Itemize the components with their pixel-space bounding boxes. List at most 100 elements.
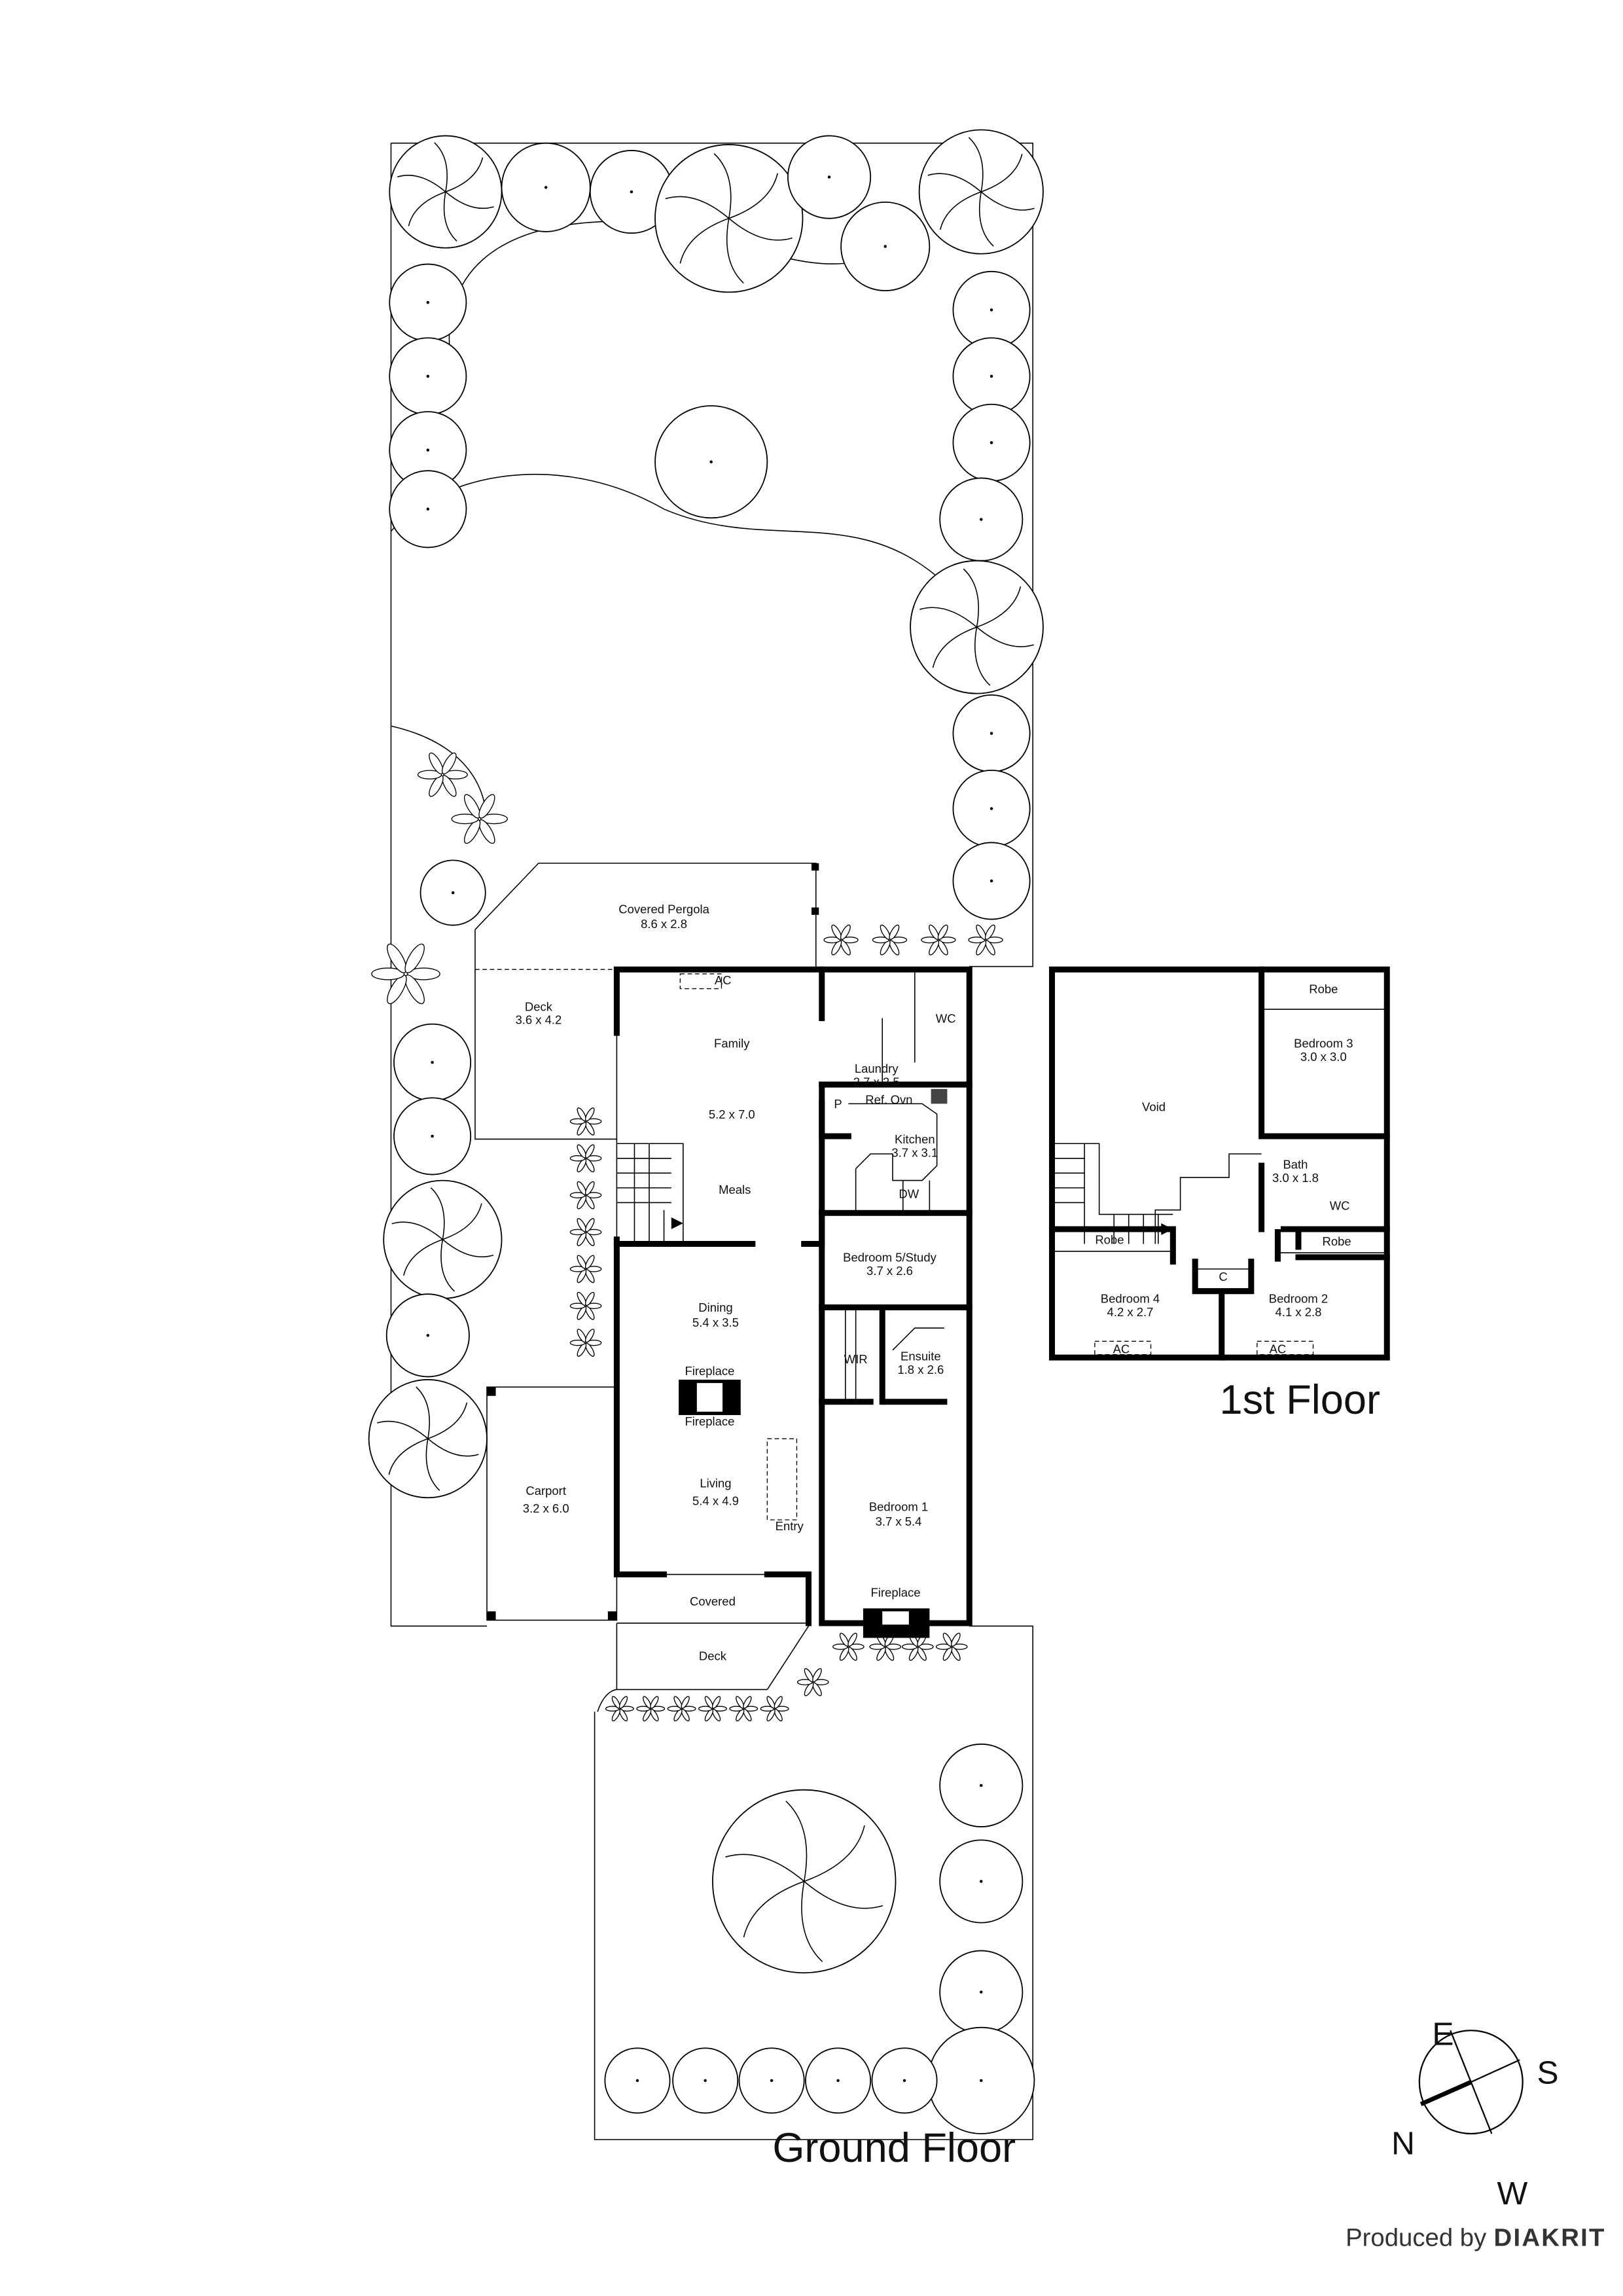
tree-icon: [654, 405, 768, 519]
tree-icon: [787, 135, 872, 219]
shrub-icon: [935, 1632, 968, 1661]
tree-icon: [654, 144, 804, 293]
fireplace-label-living: Fireplace: [685, 1414, 734, 1428]
shrub-icon: [569, 1144, 602, 1173]
room-label-meals: Meals: [719, 1183, 751, 1196]
room-label-laundry: Laundry: [855, 1062, 899, 1075]
shrub-icon: [760, 1696, 789, 1722]
garden-shrubs: [371, 752, 1003, 1722]
tree-icon: [939, 1950, 1024, 2034]
tree-icon: [389, 135, 503, 249]
room-dims-bedroom1: 3.7 x 5.4: [876, 1515, 922, 1528]
tree-icon: [952, 270, 1031, 349]
room-label-covered-pergola: Covered Pergola: [618, 903, 709, 916]
shrub-icon: [569, 1291, 602, 1320]
shrub-icon: [569, 1107, 602, 1136]
fireplace-label-bedroom1: Fireplace: [871, 1585, 921, 1599]
shrub-icon: [636, 1696, 666, 1722]
shrub-icon: [796, 1668, 829, 1696]
room-dims-covered-pergola: 8.6 x 2.8: [641, 917, 687, 931]
ground-floor-title: Ground Floor: [772, 2125, 1016, 2171]
garden-trees: [368, 129, 1044, 2134]
tree-icon: [389, 263, 467, 342]
room-label-bedroom1: Bedroom 1: [869, 1500, 928, 1514]
tree-icon: [939, 1743, 1024, 1827]
room-dims-family: 5.2 x 7.0: [709, 1107, 755, 1121]
room-label-dining: Dining: [698, 1300, 732, 1314]
shrub-icon: [832, 1632, 865, 1661]
room-dims-side-deck: 3.6 x 4.2: [515, 1013, 562, 1027]
tree-icon: [840, 201, 931, 292]
room-label-bedroom4: Bedroom 4: [1101, 1292, 1160, 1306]
fridge-label: Ref.: [865, 1092, 887, 1106]
shrub-icon: [569, 1181, 602, 1210]
shrub-icon: [667, 1696, 696, 1722]
compass-west: W: [1497, 2175, 1527, 2212]
tree-icon: [805, 2047, 872, 2114]
compass-east: E: [1432, 2016, 1454, 2053]
shrub-icon: [569, 1218, 602, 1246]
room-dims-bedroom3: 3.0 x 3.0: [1300, 1050, 1347, 1064]
shrub-icon: [698, 1696, 727, 1722]
tree-icon: [672, 2047, 739, 2114]
room-label-entry: Entry: [776, 1519, 804, 1533]
tree-icon: [604, 2047, 671, 2114]
shrub-icon: [569, 1255, 602, 1283]
tree-icon: [952, 769, 1031, 848]
room-label-carport: Carport: [526, 1484, 566, 1498]
compass-rose-icon: E S N W: [1391, 2016, 1558, 2212]
room-label-bath: Bath: [1283, 1158, 1308, 1172]
shrub-icon: [921, 924, 956, 956]
room-label-bedroom2: Bedroom 2: [1269, 1292, 1328, 1306]
tree-icon: [927, 2026, 1035, 2134]
first-floor-walls: [1048, 966, 1390, 1361]
room-label-covered: Covered: [690, 1594, 736, 1608]
room-dims-ensuite: 1.8 x 2.6: [897, 1363, 944, 1376]
tree-icon: [939, 477, 1024, 562]
room-label-bedroom3: Bedroom 3: [1294, 1037, 1353, 1050]
tree-icon: [385, 1293, 470, 1378]
shrub-icon: [872, 924, 908, 956]
room-dims-bedroom4: 4.2 x 2.7: [1107, 1305, 1154, 1319]
tree-icon: [368, 1379, 488, 1499]
first-floor-title: 1st Floor: [1219, 1377, 1380, 1423]
ac-label-bedroom2: AC: [1270, 1342, 1287, 1355]
tree-icon: [939, 1839, 1024, 1924]
tree-icon: [393, 1023, 472, 1102]
credit-prefix: Produced by: [1346, 2223, 1487, 2251]
tree-icon: [952, 842, 1031, 920]
pantry-label: P: [834, 1097, 842, 1111]
robe-label-bedroom4: Robe: [1095, 1233, 1124, 1247]
fireplace-label-dining: Fireplace: [685, 1364, 734, 1378]
tree-icon: [738, 2047, 805, 2114]
compass-north: N: [1391, 2125, 1415, 2162]
room-dims-laundry: 2.7 x 2.5: [853, 1075, 900, 1088]
tree-icon: [383, 1179, 503, 1299]
room-dims-bedroom2: 4.1 x 2.8: [1275, 1305, 1322, 1319]
room-dims-bedroom5: 3.7 x 2.6: [866, 1264, 913, 1278]
tree-icon: [393, 1097, 472, 1175]
robe-label-bedroom3: Robe: [1309, 982, 1338, 996]
ground-floor-labels: Covered Pergola 8.6 x 2.8 Deck 3.6 x 4.2…: [515, 903, 955, 1663]
shrub-icon: [417, 752, 468, 797]
cupboard-label: C: [1219, 1270, 1227, 1283]
room-label-ensuite: Ensuite: [901, 1350, 941, 1363]
compass-south: S: [1537, 2054, 1558, 2090]
ground-floor-walls: [486, 966, 972, 1712]
tree-icon: [952, 337, 1031, 416]
room-label-living: Living: [700, 1477, 731, 1490]
oven-label: Ovn: [891, 1092, 913, 1106]
room-dims-carport: 3.2 x 6.0: [523, 1501, 569, 1515]
ac-label-bedroom4: AC: [1113, 1342, 1130, 1355]
ac-unit-label: AC: [715, 973, 732, 987]
first-floor-labels: Void Robe Bedroom 3 3.0 x 3.0 Bath 3.0 x…: [1095, 982, 1353, 1355]
tree-icon: [389, 337, 467, 416]
tree-icon: [918, 129, 1044, 255]
tree-icon: [871, 2047, 938, 2114]
room-dims-dining: 5.4 x 3.5: [692, 1316, 739, 1329]
room-label-kitchen: Kitchen: [895, 1132, 935, 1146]
shrub-icon: [371, 943, 440, 1005]
shrub-icon: [968, 924, 1003, 956]
